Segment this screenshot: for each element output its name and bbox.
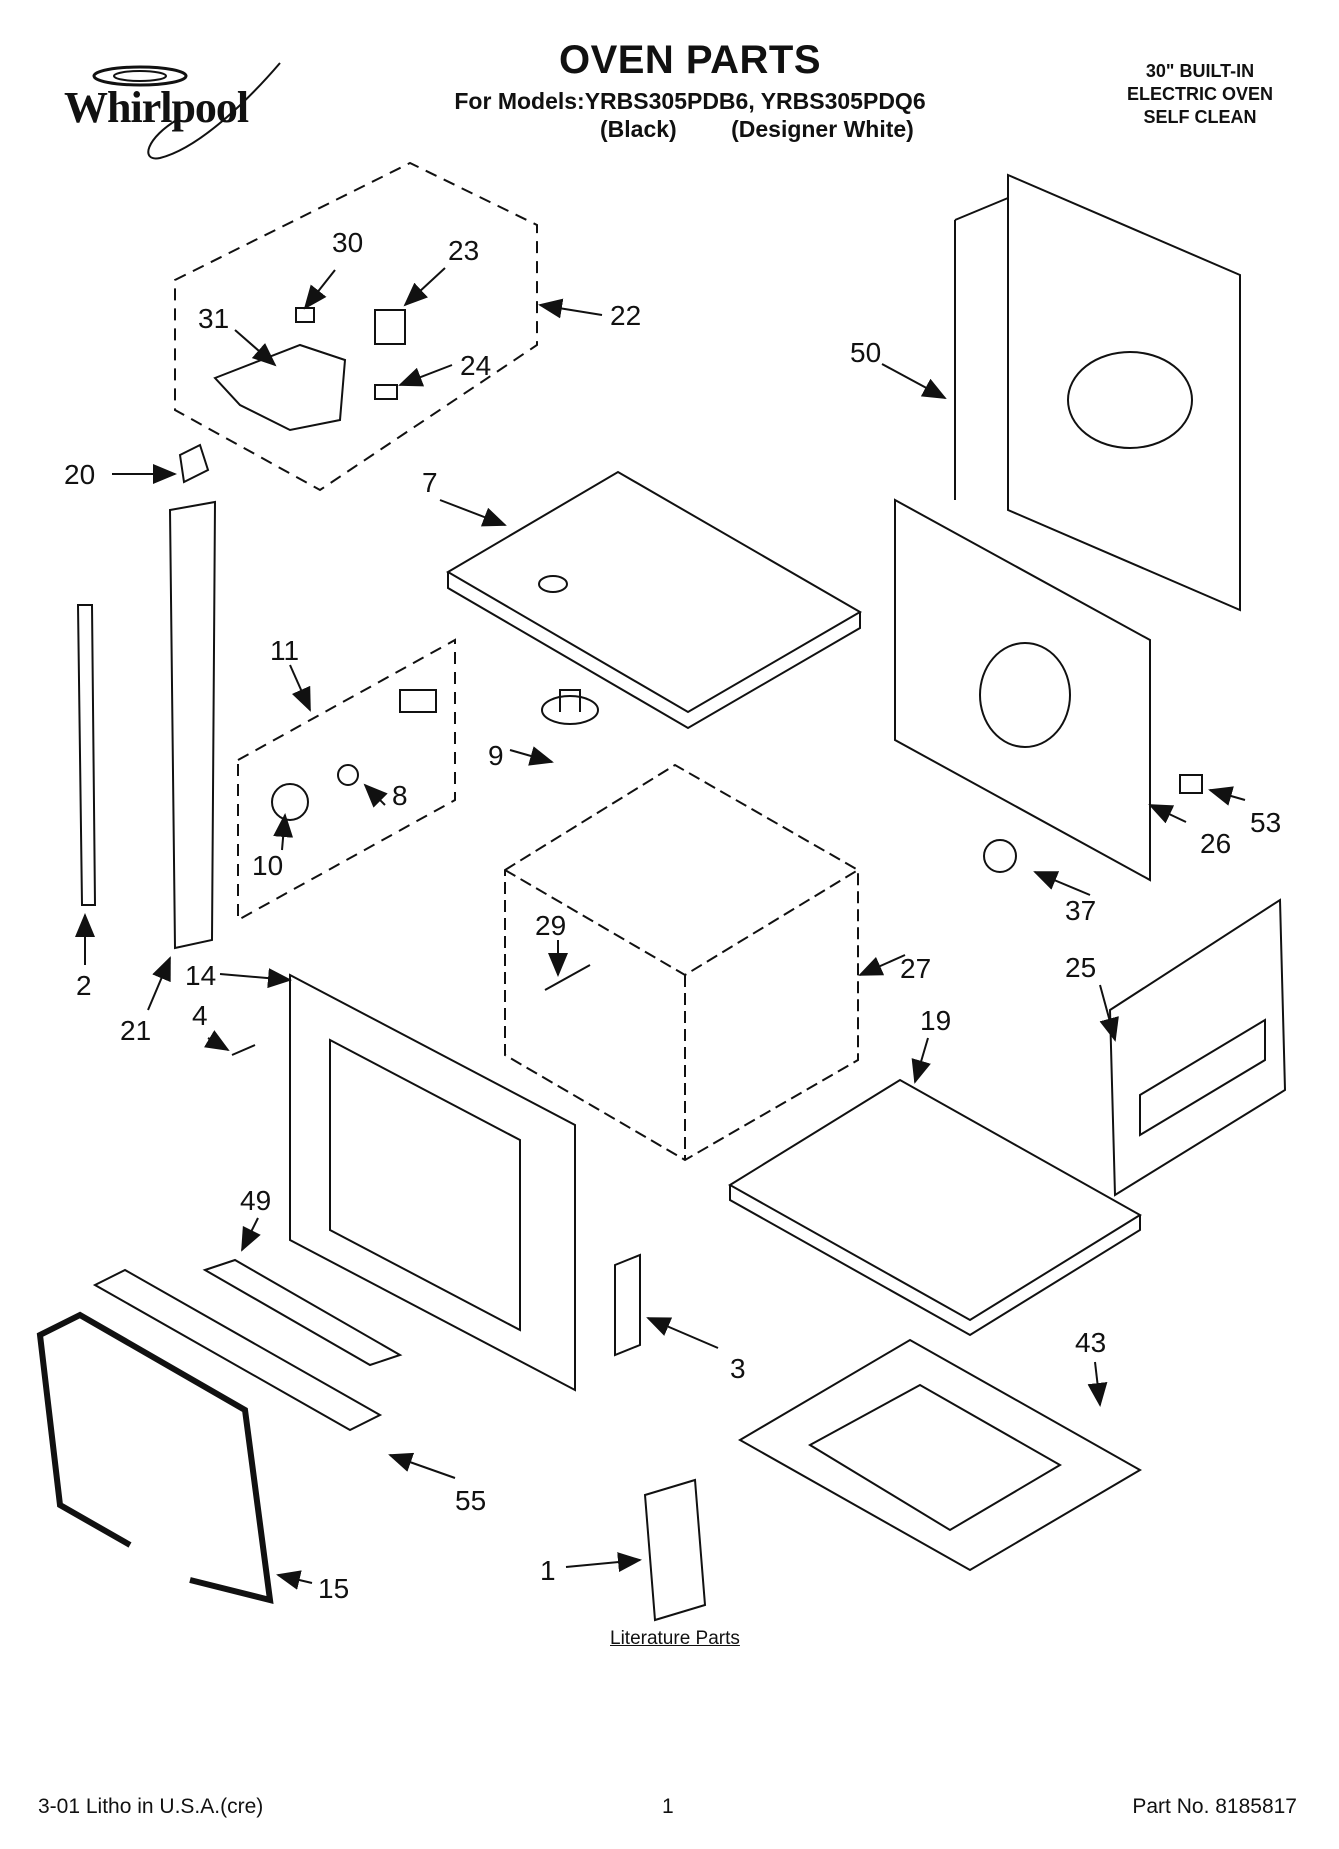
part-50-rear-panel <box>1007 173 1241 612</box>
callout-55: 55 <box>455 1485 486 1516</box>
brand-wordmark: Whirlpool <box>64 83 249 132</box>
variant-white: (Designer White) <box>731 116 914 142</box>
callout-11: 11 <box>270 635 299 666</box>
part-3-bracket <box>614 1253 641 1357</box>
part-4-screw <box>231 1044 256 1056</box>
control-assembly-outline <box>174 161 538 492</box>
spec-line: ELECTRIC OVEN <box>1126 84 1273 104</box>
callout-24: 24 <box>460 350 491 381</box>
callout-7: 7 <box>422 467 438 498</box>
exploded-parts-diagram: 30 23 22 31 24 20 7 50 11 8 10 9 2 21 14… <box>36 161 1287 1622</box>
part-23-relay <box>374 309 406 345</box>
callout-2: 2 <box>76 970 92 1001</box>
part-55-vent-trim <box>92 1268 383 1432</box>
callout-25: 25 <box>1065 952 1096 983</box>
page-title: OVEN PARTS <box>558 38 822 82</box>
callout-8: 8 <box>392 780 408 811</box>
whirlpool-logo: Whirlpool <box>50 58 290 168</box>
part-20-clip <box>178 443 210 484</box>
callout-31: 31 <box>198 303 229 334</box>
part-9-fan <box>541 695 599 725</box>
part-15-gasket <box>36 1311 274 1604</box>
logo-swirl-icon <box>92 62 281 160</box>
part-21-rail <box>168 500 217 950</box>
part-11-switch <box>399 689 437 713</box>
footer-litho: 3-01 Litho in U.S.A.(cre) <box>38 1795 264 1818</box>
spec-line: SELF CLEAN <box>1143 107 1257 127</box>
part-37-thermostat <box>983 839 1017 873</box>
part-24-terminal <box>374 384 398 400</box>
part-53-bracket <box>1179 774 1203 794</box>
literature-parts-label: Literature Parts <box>610 1628 740 1649</box>
part-29-element <box>544 964 591 991</box>
part-1-literature <box>643 1478 707 1622</box>
callout-29: 29 <box>535 910 566 941</box>
callout-15: 15 <box>318 1573 349 1604</box>
callout-53: 53 <box>1250 807 1281 838</box>
models-line: For Models:YRBS305PDB6, YRBS305PDQ6 <box>454 88 926 114</box>
callout-14: 14 <box>185 960 216 991</box>
callout-37: 37 <box>1065 895 1096 926</box>
footer-part-number: Part No. 8185817 <box>1132 1795 1297 1818</box>
switch-bracket <box>213 343 347 432</box>
callout-3: 3 <box>730 1353 746 1384</box>
part-2-strip <box>76 604 97 906</box>
callout-9: 9 <box>488 740 504 771</box>
footer-page-number: 1 <box>662 1795 674 1818</box>
part-8-knob <box>337 764 359 786</box>
spec-block: 30" BUILT-IN ELECTRIC OVEN SELF CLEAN <box>1100 60 1300 129</box>
spec-line: 30" BUILT-IN <box>1145 61 1255 81</box>
variant-black: (Black) <box>600 116 677 142</box>
callout-20: 20 <box>64 459 95 490</box>
switch-group-outline <box>237 638 456 922</box>
callout-30: 30 <box>332 227 363 258</box>
callout-1: 1 <box>540 1555 556 1586</box>
part-49-trim <box>202 1258 403 1367</box>
part-10-knob <box>271 783 309 821</box>
part-30-switch <box>295 307 315 323</box>
callout-23: 23 <box>448 235 479 266</box>
callout-21: 21 <box>120 1015 151 1046</box>
callout-43: 43 <box>1075 1327 1106 1358</box>
callout-19: 19 <box>920 1005 951 1036</box>
callout-49: 49 <box>240 1185 271 1216</box>
callout-26: 26 <box>1200 828 1231 859</box>
part-7-top-panel <box>446 470 862 714</box>
part-14-front-frame <box>289 973 576 1392</box>
part-27-oven-cavity <box>504 763 859 1162</box>
callout-50: 50 <box>850 337 881 368</box>
part-19-bottom-cover <box>728 1078 1142 1322</box>
callout-22: 22 <box>610 300 641 331</box>
callout-4: 4 <box>192 1000 208 1031</box>
callout-27: 27 <box>900 953 931 984</box>
part-43-tray <box>737 1338 1143 1572</box>
callout-10: 10 <box>252 850 283 881</box>
model-variants: (Black) (Designer White) <box>600 116 962 143</box>
part-26-frame <box>894 498 1151 882</box>
part-25-side-panel <box>1108 898 1287 1197</box>
